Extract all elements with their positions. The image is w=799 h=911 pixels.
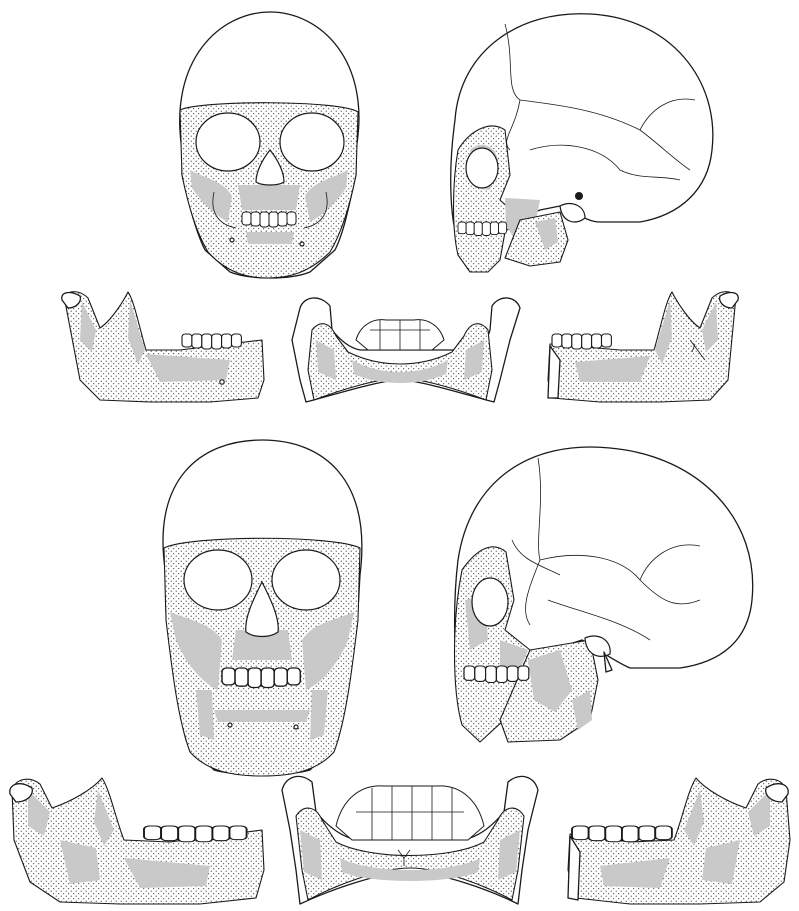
panel-top [62, 12, 739, 402]
panel-bottom [10, 440, 790, 904]
skull-frontal-top [180, 12, 359, 278]
mandible-left-lateral-top [548, 292, 738, 402]
skull-lateral-bottom [455, 447, 753, 742]
mandible-left-lateral-bottom [568, 778, 790, 904]
mandible-superior-bottom [282, 776, 538, 904]
mandible-superior-top [292, 298, 520, 402]
skull-frontal-bottom [163, 440, 362, 776]
mandible-right-lateral-top [62, 292, 264, 402]
mandible-right-lateral-bottom [10, 778, 264, 904]
skull-lateral-top [451, 14, 713, 272]
